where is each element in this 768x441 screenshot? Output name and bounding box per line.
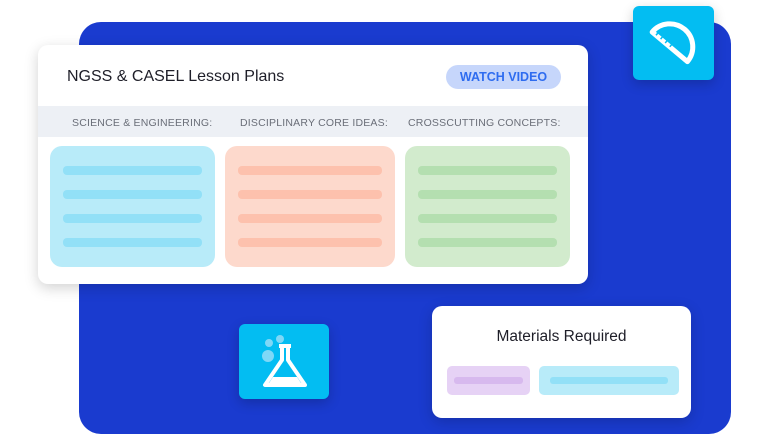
placeholder-line bbox=[238, 166, 382, 175]
placeholder-line bbox=[418, 190, 557, 199]
protractor-tile bbox=[633, 6, 714, 80]
placeholder-line bbox=[418, 238, 557, 247]
crosscutting-column-box bbox=[405, 146, 570, 267]
core-ideas-column-box bbox=[225, 146, 395, 267]
material-pill bbox=[447, 366, 530, 395]
science-column-box bbox=[50, 146, 215, 267]
watch-video-button[interactable]: WATCH VIDEO bbox=[446, 65, 561, 89]
placeholder-line bbox=[63, 238, 202, 247]
placeholder-line bbox=[418, 214, 557, 223]
placeholder-line bbox=[63, 214, 202, 223]
placeholder-line bbox=[238, 190, 382, 199]
placeholder-line bbox=[238, 214, 382, 223]
placeholder-line bbox=[238, 238, 382, 247]
placeholder-line bbox=[418, 166, 557, 175]
column-header-crosscutting: CROSSCUTTING CONCEPTS: bbox=[408, 117, 561, 129]
placeholder-line bbox=[63, 166, 202, 175]
lesson-plans-card: NGSS & CASEL Lesson Plans WATCH VIDEO SC… bbox=[38, 45, 588, 284]
materials-title: Materials Required bbox=[496, 328, 627, 345]
column-header-core-ideas: DISCIPLINARY CORE IDEAS: bbox=[240, 117, 388, 129]
flask-tile bbox=[239, 324, 329, 399]
column-header-science: SCIENCE & ENGINEERING: bbox=[72, 117, 213, 129]
column-header-band bbox=[38, 106, 588, 137]
card-title: NGSS & CASEL Lesson Plans bbox=[67, 68, 285, 85]
materials-required-card: Materials Required bbox=[432, 306, 691, 418]
flask-icon bbox=[262, 335, 307, 387]
material-pill bbox=[539, 366, 679, 395]
protractor-icon bbox=[649, 21, 696, 65]
placeholder-line bbox=[63, 190, 202, 199]
